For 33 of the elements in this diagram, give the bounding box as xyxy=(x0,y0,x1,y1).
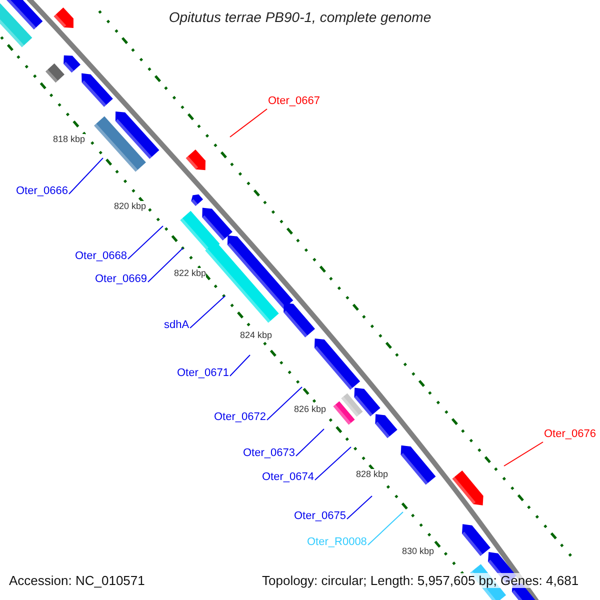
gene-label: Oter_R0008 xyxy=(307,536,367,549)
gene-label: Oter_0675 xyxy=(294,510,346,523)
gene-label: Oter_0666 xyxy=(16,185,68,198)
position-label: 824 kbp xyxy=(240,330,272,341)
leader-line xyxy=(68,158,104,194)
position-label: 830 kbp xyxy=(402,546,434,557)
leader-line xyxy=(266,386,302,420)
gene-label: Oter_0676 xyxy=(544,428,596,441)
leader-line xyxy=(295,428,324,456)
leader-line xyxy=(190,296,226,328)
gene-label: Oter_0671 xyxy=(177,367,229,380)
position-label: 818 kbp xyxy=(53,134,86,145)
position-label: 828 kbp xyxy=(356,469,388,480)
position-label: 820 kbp xyxy=(114,201,146,212)
leader-line xyxy=(127,226,164,260)
map-title: Opitutus terrae PB90-1, complete genome xyxy=(168,9,432,25)
gene-label: Oter_0669 xyxy=(95,273,147,286)
leader-line xyxy=(504,442,544,466)
gene-label: Oter_0674 xyxy=(262,471,314,484)
gene-label: Oter_0668 xyxy=(75,250,127,263)
position-label: 826 kbp xyxy=(294,404,326,415)
gene-label: Oter_0672 xyxy=(214,411,266,424)
leader-line xyxy=(229,354,250,376)
leader-line xyxy=(367,512,404,546)
leader-line xyxy=(230,108,268,138)
map-info-text: Accession: NC_010571 xyxy=(9,573,145,588)
leader-line xyxy=(346,496,372,520)
leader-line xyxy=(147,248,184,282)
leader-line xyxy=(314,446,352,480)
gene-label: Oter_0673 xyxy=(243,447,295,460)
gene-label: Oter_0667 xyxy=(268,95,320,108)
position-label: 822 kbp xyxy=(174,268,206,279)
gene-label: sdhA xyxy=(164,319,190,332)
